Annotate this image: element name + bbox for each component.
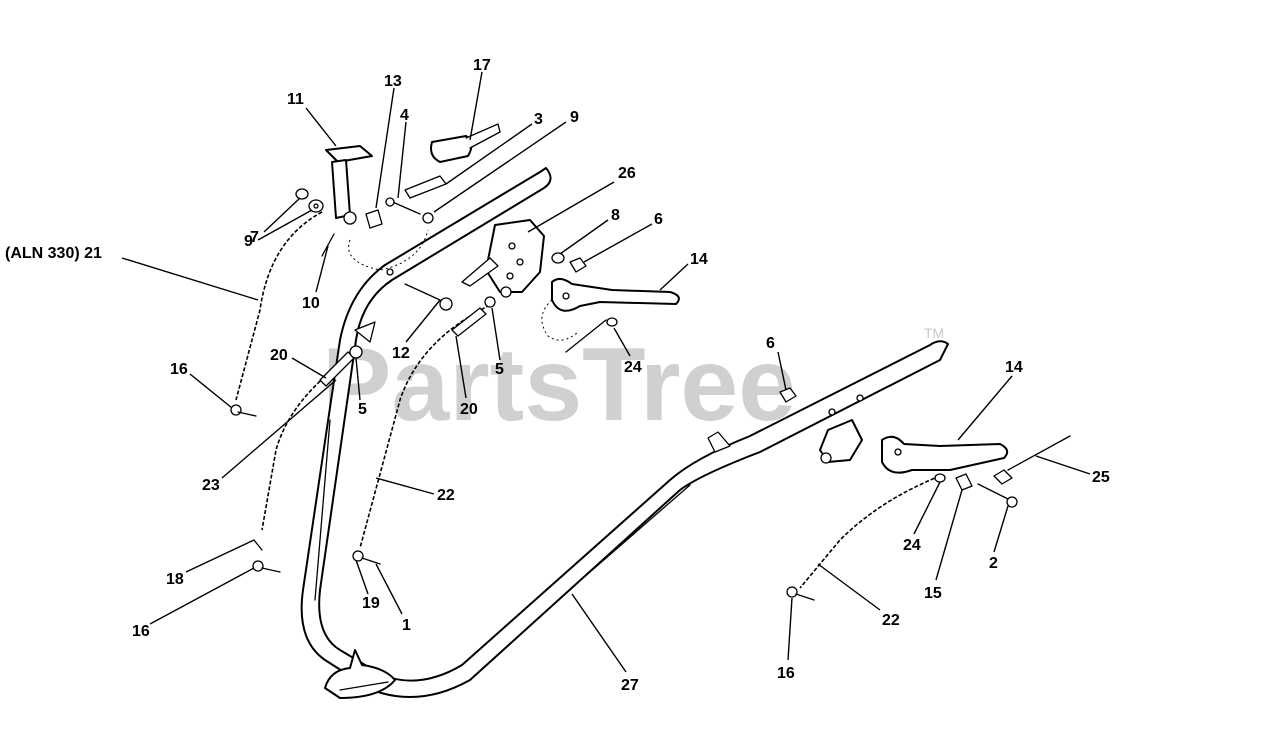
spacer-15	[955, 473, 973, 491]
clutch-lever-top	[541, 278, 680, 341]
nut-6-top	[569, 257, 587, 273]
pin-24-right	[934, 473, 946, 483]
leader-lines	[121, 71, 1091, 673]
cable-clip-16-left-bottom	[252, 560, 281, 573]
callout-27: 27	[621, 677, 639, 694]
callout-25: 25	[1092, 469, 1110, 486]
callout-14-top: 14	[690, 251, 708, 268]
callout-7: 7	[250, 229, 259, 246]
nut-25	[993, 435, 1071, 485]
bolt-4	[385, 197, 434, 224]
callout-14-right: 14	[1005, 359, 1023, 376]
adjuster-20-left	[319, 345, 363, 387]
callout-16-right: 16	[777, 665, 795, 682]
callout-22-mid: 22	[437, 487, 455, 504]
right-bracket	[819, 419, 863, 464]
clutch-cable-23	[261, 357, 349, 531]
callout-16-left-bottom: 16	[132, 623, 150, 640]
throttle-cable-21	[235, 211, 323, 401]
shift-lever	[325, 145, 373, 225]
callout-23: 23	[202, 477, 220, 494]
handlebar-frame	[300, 167, 949, 699]
drive-cable-22-right	[799, 475, 941, 589]
callout-4: 4	[400, 107, 409, 124]
callout-18: 18	[166, 571, 184, 588]
washer-7	[295, 188, 309, 200]
callout-8: 8	[611, 207, 620, 224]
callout-24-right: 24	[903, 537, 921, 554]
callout-1: 1	[402, 617, 411, 634]
cable-clip-16-right	[786, 586, 815, 601]
callout-13: 13	[384, 73, 402, 90]
watermark-trademark: TM	[924, 325, 944, 341]
callout-11: 11	[287, 91, 304, 108]
callout-22-right: 22	[882, 612, 900, 629]
callout-6-right: 6	[766, 335, 775, 352]
callout-5-mid: 5	[495, 361, 504, 378]
callout-aln330-21: (ALN 330) 21	[5, 245, 102, 262]
cable-clip-16-left-top	[230, 404, 257, 417]
pin-24-top	[565, 317, 618, 353]
callout-2: 2	[989, 555, 998, 572]
bolt-12	[404, 283, 453, 311]
cable-clip-18	[253, 539, 263, 551]
callout-20-mid: 20	[460, 401, 478, 418]
watermark: PartsTree	[322, 327, 796, 443]
spacer-13	[365, 209, 383, 229]
callout-5-left: 5	[358, 401, 367, 418]
callout-10: 10	[302, 295, 320, 312]
nut-6-right	[779, 387, 797, 403]
pin-10	[321, 233, 335, 257]
callout-26: 26	[618, 165, 636, 182]
callout-19: 19	[362, 595, 380, 612]
callout-20-left: 20	[270, 347, 288, 364]
callout-17: 17	[473, 57, 491, 74]
washer-8	[551, 252, 565, 264]
callout-9-top: 9	[570, 109, 579, 126]
callout-12: 12	[392, 345, 410, 362]
bolt-2	[977, 483, 1018, 508]
callout-9-left-visible: 9	[244, 233, 253, 250]
rod-3	[404, 175, 447, 199]
callout-15: 15	[924, 585, 942, 602]
callout-labels: 11 13 17 4 3 9 26 8 6 14 7 9 9 (ALN 330)…	[5, 57, 1110, 694]
callout-16-left-top: 16	[170, 361, 188, 378]
callout-24-top: 24	[624, 359, 642, 376]
clutch-lever-right	[881, 435, 1009, 474]
control-bracket	[461, 219, 545, 298]
callout-6-top: 6	[654, 211, 663, 228]
adjuster-20-right	[451, 296, 496, 337]
cable-clip-19-and-1	[352, 550, 381, 565]
callout-3: 3	[534, 111, 543, 128]
grip-17	[430, 123, 501, 163]
washer-9-left	[308, 199, 324, 213]
